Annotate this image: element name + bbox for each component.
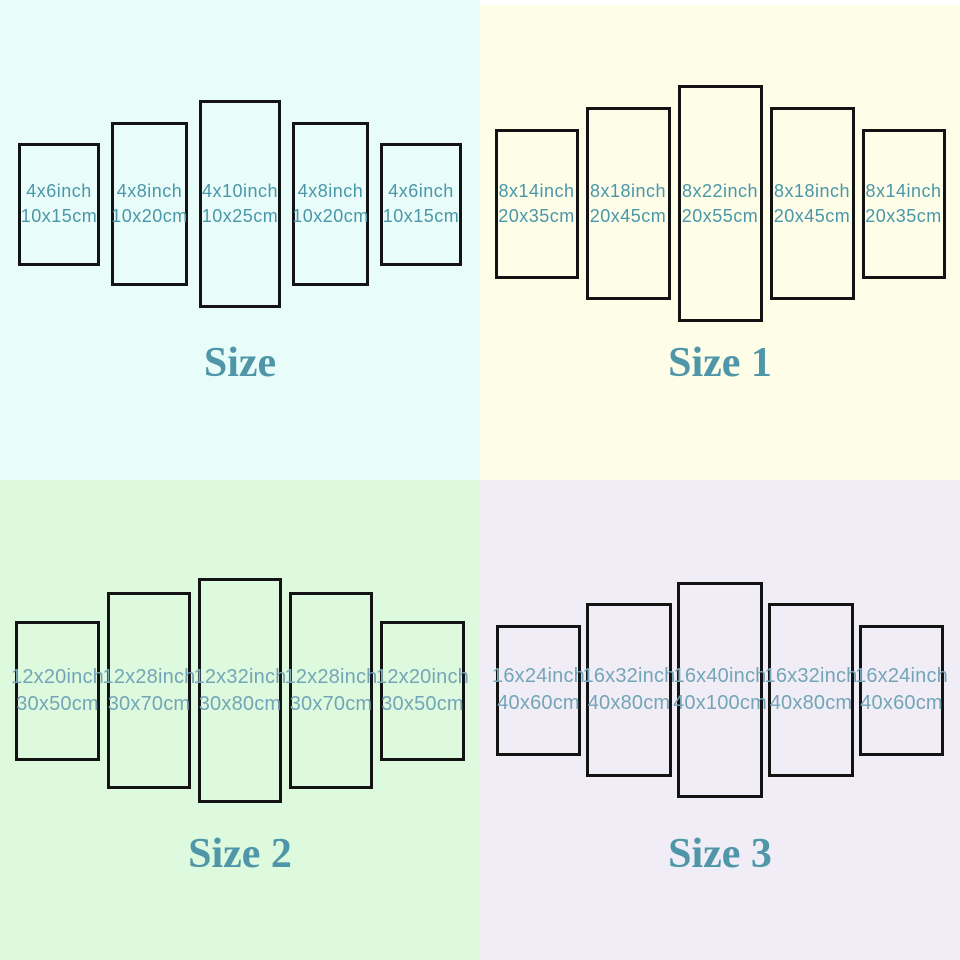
panel-size-label: 16x40inch 40x100cm — [673, 663, 767, 717]
panel-size-label: 8x18inch 20x45cm — [590, 179, 667, 229]
panel-inch-text: 16x24inch — [492, 665, 585, 687]
panel-size-label: 16x32inch 40x80cm — [583, 663, 676, 717]
quadrant-title: Size 3 — [668, 831, 772, 877]
panel-size-label: 12x28inch 30x70cm — [103, 664, 196, 718]
panel-outline: 4x8inch 10x20cm — [111, 122, 188, 286]
panel-cm-text: 10x15cm — [20, 206, 98, 226]
panel-size-label: 4x8inch 10x20cm — [111, 179, 188, 229]
panel-outline: 4x6inch 10x15cm — [18, 142, 100, 266]
panel-outline: 16x40inch 40x100cm — [673, 582, 767, 798]
panel-row: 8x14inch 20x35cm 8x18inch 20x45cm 8x22in… — [480, 85, 960, 322]
quadrant-title: Size 2 — [188, 831, 292, 877]
panel-outline: 12x20inch 30x50cm — [11, 620, 104, 761]
panel-inch-text: 12x32inch — [193, 665, 287, 688]
panel-inch-text: 8x14inch — [865, 180, 942, 201]
panel-cm-text: 20x45cm — [773, 205, 851, 226]
quadrant-size-1: 8x14inch 20x35cm 8x18inch 20x45cm 8x22in… — [480, 0, 960, 480]
panel-row: 12x20inch 30x50cm 12x28inch 30x70cm 12x3… — [0, 578, 480, 803]
panel-size-label: 4x10inch 10x25cm — [202, 179, 279, 229]
quadrant-size-3: 16x24inch 40x60cm 16x32inch 40x80cm 16x4… — [480, 480, 960, 960]
panel-inch-text: 16x32inch — [582, 665, 676, 687]
panel-inch-text: 12x20inch — [11, 665, 104, 688]
panel-cm-text: 20x35cm — [865, 205, 942, 226]
panel-cm-text: 30x80cm — [198, 692, 282, 715]
panel-size-label: 16x32inch 40x80cm — [765, 663, 858, 717]
panel-size-label: 16x24inch 40x60cm — [492, 663, 585, 717]
panel-size-label: 4x6inch 10x15cm — [383, 179, 460, 229]
panel-inch-text: 4x8inch — [297, 181, 364, 201]
panel-inch-text: 16x24inch — [855, 665, 948, 687]
panel-inch-text: 4x6inch — [388, 181, 454, 201]
panel-outline: 8x18inch 20x45cm — [769, 107, 855, 300]
panel-size-label: 12x20inch 30x50cm — [11, 664, 104, 718]
panel-cm-text: 10x15cm — [382, 206, 460, 226]
panel-outline: 16x24inch 40x60cm — [855, 624, 948, 756]
panel-size-label: 16x24inch 40x60cm — [855, 663, 948, 717]
panel-cm-text: 10x25cm — [201, 206, 279, 226]
panel-size-label: 8x22inch 20x55cm — [682, 179, 759, 229]
panel-cm-text: 40x80cm — [769, 692, 853, 714]
panel-inch-text: 12x20inch — [376, 665, 469, 688]
panel-cm-text: 10x20cm — [292, 206, 369, 226]
panel-inch-text: 8x14inch — [498, 180, 575, 201]
panel-cm-text: 20x55cm — [681, 205, 759, 226]
panel-inch-text: 12x28inch — [284, 665, 378, 688]
panel-size-label: 8x18inch 20x45cm — [774, 179, 851, 229]
quadrant-title: Size 1 — [668, 340, 772, 386]
quadrant-size-2: 12x20inch 30x50cm 12x28inch 30x70cm 12x3… — [0, 480, 480, 960]
panel-cm-text: 30x50cm — [381, 692, 464, 715]
panel-inch-text: 16x40inch — [673, 665, 767, 687]
panel-outline: 12x28inch 30x70cm — [103, 592, 195, 789]
panel-size-label: 12x28inch 30x70cm — [285, 664, 378, 718]
panel-cm-text: 30x70cm — [107, 692, 191, 715]
panel-cm-text: 40x80cm — [587, 692, 671, 714]
panel-size-label: 4x8inch 10x20cm — [292, 179, 369, 229]
panel-size-label: 4x6inch 10x15cm — [21, 179, 98, 229]
panel-row: 16x24inch 40x60cm 16x32inch 40x80cm 16x4… — [480, 582, 960, 798]
panel-outline: 8x14inch 20x35cm — [494, 128, 579, 279]
panel-size-label: 8x14inch 20x35cm — [865, 179, 942, 229]
panel-outline: 4x6inch 10x15cm — [380, 142, 462, 266]
panel-inch-text: 8x18inch — [589, 180, 667, 201]
panel-cm-text: 30x50cm — [16, 692, 99, 715]
panel-outline: 8x14inch 20x35cm — [861, 128, 946, 279]
panel-outline: 8x18inch 20x45cm — [585, 107, 671, 300]
quadrant-title: Size — [203, 340, 277, 386]
panel-cm-text: 20x45cm — [589, 205, 667, 226]
panel-size-label: 8x14inch 20x35cm — [498, 179, 575, 229]
panel-size-label: 12x20inch 30x50cm — [376, 664, 469, 718]
panel-inch-text: 4x10inch — [201, 181, 279, 201]
panel-inch-text: 4x8inch — [116, 181, 183, 201]
panel-cm-text: 40x60cm — [497, 692, 580, 714]
panel-row: 4x6inch 10x15cm 4x8inch 10x20cm 4x10inch… — [0, 100, 480, 308]
panel-outline: 4x8inch 10x20cm — [292, 122, 369, 286]
panel-inch-text: 16x32inch — [764, 665, 858, 687]
panel-outline: 12x20inch 30x50cm — [376, 620, 469, 761]
panel-outline: 16x32inch 40x80cm — [765, 603, 857, 777]
panel-inch-text: 4x6inch — [26, 181, 92, 201]
quadrant-size: 4x6inch 10x15cm 4x8inch 10x20cm 4x10inch… — [0, 0, 480, 480]
panel-inch-text: 8x22inch — [681, 180, 759, 201]
panel-inch-text: 8x18inch — [773, 180, 851, 201]
panel-cm-text: 30x70cm — [289, 692, 373, 715]
panel-outline: 16x24inch 40x60cm — [492, 624, 585, 756]
panel-outline: 4x10inch 10x25cm — [199, 100, 281, 308]
panel-cm-text: 40x100cm — [673, 692, 767, 714]
panel-outline: 8x22inch 20x55cm — [677, 85, 763, 322]
panel-size-label: 12x32inch 30x80cm — [194, 664, 287, 718]
panel-outline: 12x28inch 30x70cm — [285, 592, 377, 789]
panel-outline: 16x32inch 40x80cm — [583, 603, 675, 777]
panel-cm-text: 40x60cm — [860, 692, 943, 714]
panel-cm-text: 10x20cm — [111, 206, 188, 226]
panel-inch-text: 12x28inch — [102, 665, 196, 688]
top-white-strip — [480, 0, 960, 5]
panel-outline: 12x32inch 30x80cm — [194, 578, 286, 803]
panel-cm-text: 20x35cm — [498, 205, 575, 226]
